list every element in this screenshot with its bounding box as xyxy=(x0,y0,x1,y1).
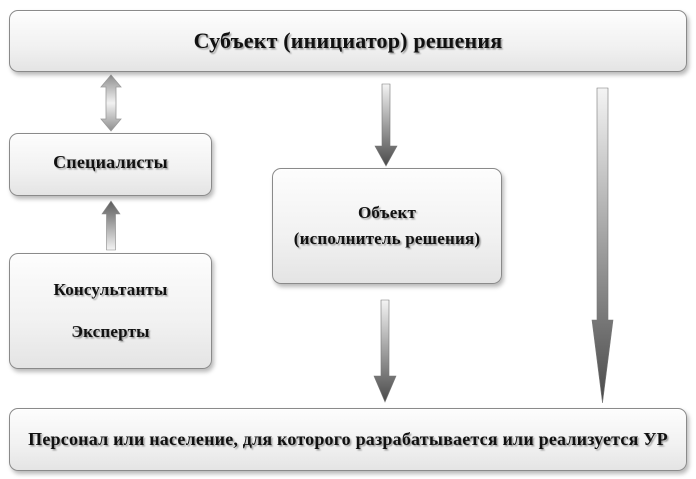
arrow-consultants-to-specialists xyxy=(101,200,121,251)
consultants-label: Консультанты xyxy=(53,280,168,299)
personnel-label: Персонал или население, для которого раз… xyxy=(28,429,668,449)
consultants-experts-box: Консультанты Эксперты xyxy=(9,253,212,369)
arrow-object-to-personnel xyxy=(373,299,397,403)
arrow-subject-to-personnel xyxy=(591,87,614,404)
object-sublabel: (исполнитель решения) xyxy=(293,229,481,248)
personnel-box: Персонал или население, для которого раз… xyxy=(9,408,687,471)
specialists-label: Специалисты xyxy=(53,152,168,172)
experts-label: Эксперты xyxy=(71,322,150,341)
specialists-box: Специалисты xyxy=(9,133,212,196)
double-arrow-subject-specialists xyxy=(100,74,122,132)
subject-label: Субъект (инициатор) решения xyxy=(193,28,503,53)
object-label: Объект xyxy=(357,203,417,222)
arrow-subject-to-object xyxy=(374,83,398,167)
object-box: Объект (исполнитель решения) xyxy=(272,168,502,284)
subject-box: Субъект (инициатор) решения xyxy=(9,10,687,72)
